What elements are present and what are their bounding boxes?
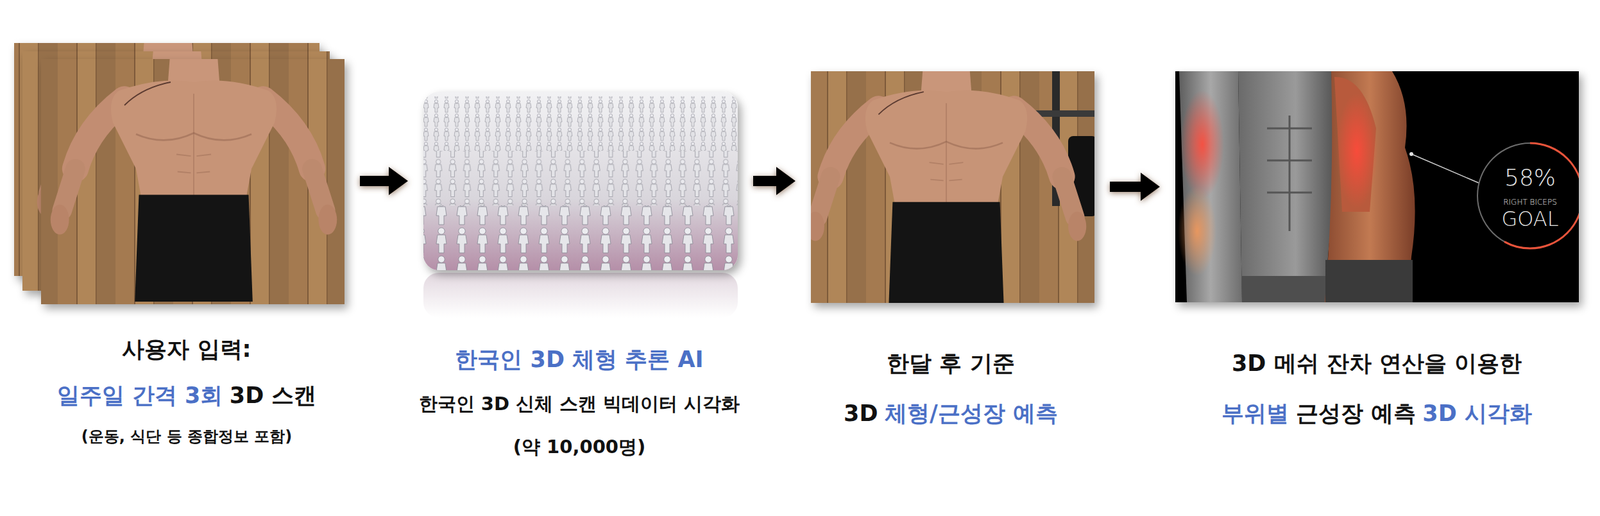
caption-line: 일주일 간격 3회3D 스캔	[57, 372, 317, 419]
caption-text: 3D 메쉬 잔차 연산을 이용한	[1231, 348, 1522, 379]
gauge-label: RIGHT BICEPS	[1503, 197, 1558, 207]
caption-text: 한국인 3D 체형 추론 AI	[454, 344, 704, 375]
caption: 한달 후 기준 3D체형/근성장 예측	[843, 338, 1058, 439]
caption-text: 체형/근성장 예측	[884, 398, 1058, 429]
caption-text: 한달 후 기준	[886, 348, 1015, 379]
caption-text: 3D	[843, 400, 878, 426]
caption: 3D 메쉬 잔차 연산을 이용한부위별근성장 예측3D 시각화	[1221, 338, 1532, 439]
caption-text: 근성장 예측	[1295, 398, 1416, 429]
flow-arrow	[753, 166, 796, 196]
caption-line: 한국인 3D 신체 스캔 빅데이터 시각화	[418, 381, 741, 427]
caption-text: 부위별	[1221, 398, 1289, 429]
image-panel: 사용자 입력:일주일 간격 3회3D 스캔(운동, 식단 등 종합정보 포함)	[14, 42, 345, 305]
caption-text: 사용자 입력:	[121, 334, 251, 365]
gauge-label: GOAL	[1501, 206, 1559, 231]
caption: 한국인 3D 체형 추론 AI 한국인 3D 신체 스캔 빅데이터 시각화 (약 1…	[418, 336, 741, 468]
flow-arrow	[359, 166, 409, 196]
gauge-label: 58%	[1504, 164, 1556, 191]
caption-line: 사용자 입력:	[57, 325, 317, 373]
flow-arrow	[1109, 172, 1160, 201]
image-panel: 한달 후 기준3D체형/근성장 예측	[810, 71, 1095, 303]
image-panel: 한국인 3D 체형 추론 AI한국인 3D 신체 스캔 빅데이터 시각화(약 1…	[423, 91, 738, 271]
caption-line: (약 10,000명)	[418, 426, 741, 468]
caption-line: 3D 메쉬 잔차 연산을 이용한	[1221, 338, 1532, 389]
caption-text: 3D 스캔	[229, 380, 317, 411]
caption-line: 한국인 3D 체형 추론 AI	[418, 336, 741, 382]
caption: 사용자 입력: 일주일 간격 3회3D 스캔 (운동, 식단 등 종합정보 포함)	[57, 325, 317, 455]
caption-text: (운동, 식단 등 종합정보 포함)	[81, 425, 292, 447]
caption-line: 부위별근성장 예측3D 시각화	[1221, 388, 1532, 439]
caption-line: 3D체형/근성장 예측	[843, 388, 1058, 439]
caption-line: (운동, 식단 등 종합정보 포함)	[57, 418, 317, 455]
caption-text: 일주일 간격 3회	[57, 380, 224, 411]
caption-text: (약 10,000명)	[513, 434, 647, 460]
caption-line: 한달 후 기준	[843, 338, 1058, 389]
caption-text: 한국인 3D 신체 스캔 빅데이터 시각화	[418, 391, 741, 418]
caption-text: 3D 시각화	[1422, 398, 1532, 429]
